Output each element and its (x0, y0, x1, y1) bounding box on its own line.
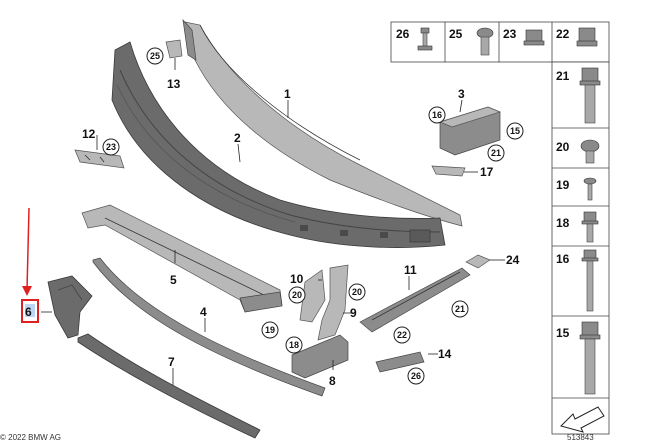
svg-text:15: 15 (510, 126, 520, 136)
circled-16: 16 (428, 106, 446, 124)
screw-25-icon (476, 27, 494, 56)
callout-6: 6 (25, 305, 32, 319)
circled-23: 23 (102, 138, 120, 156)
circled-18: 18 (285, 336, 303, 354)
callout-numbers: 1 2 3 5 4 7 8 9 10 11 12 13 14 17 24 (82, 77, 520, 388)
callout-12: 12 (82, 127, 96, 141)
part-17-clip[interactable] (431, 165, 466, 177)
svg-text:21: 21 (491, 148, 501, 158)
nut-23-icon (523, 29, 545, 46)
screw-20-icon (580, 139, 600, 164)
fastener-26-label: 26 (396, 27, 410, 41)
bolt-15-icon (579, 321, 601, 395)
highlight-box (21, 299, 39, 323)
svg-text:23: 23 (106, 142, 116, 152)
circled-22: 22 (393, 326, 411, 344)
part-8-absorber[interactable] (291, 334, 349, 379)
circled-15: 15 (506, 122, 524, 140)
callout-13: 13 (167, 77, 181, 91)
bolt-16-icon (581, 249, 599, 312)
callout-17: 17 (480, 165, 494, 179)
callout-1: 1 (284, 87, 291, 101)
fastener-18-label: 18 (556, 216, 570, 230)
svg-text:20: 20 (292, 290, 302, 300)
fastener-21-label: 21 (556, 69, 570, 83)
copyright-text: © 2022 BMW AG (0, 433, 61, 441)
fastener-20-label: 20 (556, 140, 570, 154)
part-12-bracket[interactable] (74, 149, 125, 169)
part-7-lower-strip[interactable] (77, 333, 261, 439)
part-3-bracket[interactable] (438, 106, 502, 156)
fastener-16-label: 16 (556, 252, 570, 266)
callout-8: 8 (329, 374, 336, 388)
part-5-rail[interactable] (81, 204, 283, 313)
part-14-plate[interactable] (375, 351, 425, 373)
callout-9: 9 (350, 306, 357, 320)
circled-numbers: 25 23 16 15 21 20 20 19 18 22 21 26 (102, 47, 524, 385)
direction-arrow-icon (560, 406, 605, 433)
circled-26: 26 (407, 367, 425, 385)
part-1-bumper-carrier[interactable] (182, 18, 463, 227)
circled-25: 25 (146, 47, 164, 65)
fastener-22-label: 22 (556, 27, 570, 41)
circled-21a: 21 (487, 144, 505, 162)
svg-text:19: 19 (265, 325, 275, 335)
part-9-bracket[interactable] (317, 264, 349, 341)
callout-24: 24 (506, 253, 520, 267)
circled-20a: 20 (288, 286, 306, 304)
leader-lines (41, 58, 505, 385)
callout-3: 3 (458, 87, 465, 101)
highlight-part-6[interactable]: 6 (21, 207, 39, 323)
fastener-25-label: 25 (449, 27, 463, 41)
svg-text:25: 25 (150, 51, 160, 61)
svg-text:22: 22 (397, 330, 407, 340)
part-10-bracket[interactable] (299, 269, 326, 323)
circled-21b: 21 (451, 300, 469, 318)
callout-14: 14 (438, 347, 452, 361)
part-24-clip[interactable] (465, 254, 491, 269)
svg-text:21: 21 (455, 304, 465, 314)
callout-4: 4 (200, 305, 207, 319)
part-6-side-bracket[interactable] (47, 275, 93, 339)
fastener-23-label: 23 (503, 27, 517, 41)
pin-19-icon (583, 177, 597, 201)
circled-20b: 20 (348, 283, 366, 301)
fastener-19-label: 19 (556, 178, 570, 192)
callout-10: 10 (290, 272, 304, 286)
diagram-id: 513843 (567, 433, 594, 441)
svg-text:26: 26 (411, 371, 421, 381)
svg-text:16: 16 (432, 110, 442, 120)
callout-7: 7 (168, 355, 175, 369)
part-4-strip[interactable] (92, 257, 326, 397)
nut-22-icon (576, 27, 598, 47)
callout-5: 5 (170, 273, 177, 287)
fastener-table: 26 25 23 22 21 20 19 18 16 15 (390, 21, 610, 435)
part-11-bar[interactable] (359, 267, 471, 333)
svg-text:18: 18 (289, 340, 299, 350)
circled-19: 19 (261, 321, 279, 339)
bolt-21-icon (579, 67, 601, 124)
fastener-15-label: 15 (556, 326, 570, 340)
clip-26-icon (417, 27, 433, 51)
svg-text:20: 20 (352, 287, 362, 297)
part-13-clip[interactable] (165, 39, 183, 59)
bolt-18-icon (581, 211, 599, 243)
callout-11: 11 (404, 263, 417, 277)
callout-2: 2 (234, 131, 241, 145)
part-2-bumper-support[interactable] (111, 41, 446, 248)
